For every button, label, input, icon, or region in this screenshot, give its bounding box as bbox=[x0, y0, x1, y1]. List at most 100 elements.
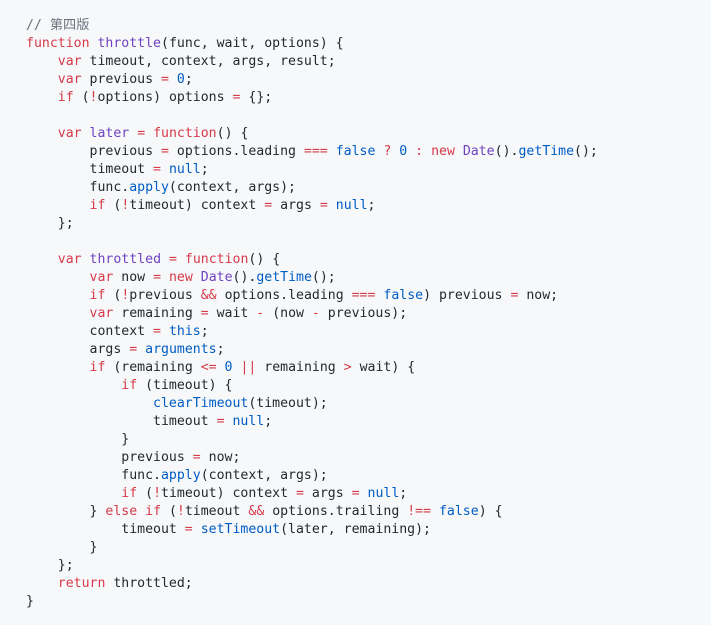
code-token-keyword: if bbox=[89, 288, 106, 303]
code-token-keyword: var bbox=[57, 72, 82, 87]
code-token-plain: context bbox=[26, 324, 154, 339]
code-token-plain bbox=[328, 144, 336, 159]
code-token-operator: - bbox=[256, 306, 265, 321]
code-token-plain: remaining bbox=[113, 306, 201, 321]
code-line: } else if (!timeout && options.trailing … bbox=[26, 503, 711, 521]
code-token-plain: wait bbox=[208, 306, 257, 321]
code-block: // 第四版 function throttle(func, wait, opti… bbox=[26, 17, 711, 611]
code-token-builtin: apply bbox=[160, 468, 201, 483]
code-token-plain: ( bbox=[105, 288, 122, 303]
code-token-plain bbox=[328, 198, 336, 213]
code-token-keyword: if bbox=[89, 198, 106, 213]
code-token-plain bbox=[217, 360, 225, 375]
code-token-builtin: apply bbox=[129, 180, 169, 195]
code-line: timeout = null; bbox=[26, 161, 711, 179]
code-token-operator: = bbox=[161, 72, 169, 87]
code-token-constant: false bbox=[383, 288, 424, 303]
code-line: }; bbox=[26, 215, 711, 233]
code-token-plain: options.leading bbox=[216, 288, 352, 303]
code-token-plain: }; bbox=[26, 558, 74, 573]
code-token-plain: (context, args); bbox=[200, 468, 328, 483]
code-line: if (remaining <= 0 || remaining > wait) … bbox=[26, 359, 711, 377]
code-line: func.apply(context, args); bbox=[26, 467, 711, 485]
code-token-operator: = bbox=[510, 288, 519, 303]
code-line: // 第四版 bbox=[26, 17, 711, 35]
code-token-keyword: new bbox=[431, 144, 455, 159]
code-token-keyword: if bbox=[145, 504, 162, 519]
code-token-operator: || bbox=[240, 360, 257, 375]
code-token-plain: ; bbox=[184, 72, 193, 87]
code-line: } bbox=[26, 593, 711, 611]
code-token-plain: remaining bbox=[256, 360, 344, 375]
code-line: timeout = setTimeout(later, remaining); bbox=[26, 521, 711, 539]
code-token-plain bbox=[26, 486, 121, 501]
code-token-plain: timeout bbox=[26, 522, 185, 537]
code-token-keyword: var bbox=[57, 126, 82, 141]
code-token-operator: = bbox=[168, 252, 177, 267]
code-line: previous = now; bbox=[26, 449, 711, 467]
code-token-operator: ! bbox=[176, 504, 185, 519]
code-token-plain: () { bbox=[216, 126, 249, 141]
code-line bbox=[26, 233, 711, 251]
code-token-operator: > bbox=[343, 360, 352, 375]
code-line: var previous = 0; bbox=[26, 71, 711, 89]
code-token-plain bbox=[26, 126, 58, 141]
code-token-plain bbox=[161, 270, 169, 285]
code-token-operator: : bbox=[415, 144, 424, 159]
code-token-plain: (remaining bbox=[105, 360, 201, 375]
code-listing: // 第四版 function throttle(func, wait, opti… bbox=[26, 17, 711, 611]
code-token-plain: now bbox=[113, 270, 154, 285]
code-line: var remaining = wait - (now - previous); bbox=[26, 305, 711, 323]
code-token-operator: ! bbox=[121, 198, 130, 213]
code-token-plain: (later, remaining); bbox=[280, 522, 431, 537]
code-token-plain: timeout) context bbox=[161, 486, 296, 501]
code-token-plain: throttled; bbox=[105, 576, 193, 591]
code-token-plain bbox=[360, 486, 368, 501]
code-token-constant: null bbox=[335, 198, 368, 213]
code-line: args = arguments; bbox=[26, 341, 711, 359]
code-token-plain: ; bbox=[264, 414, 273, 429]
code-token-builtin: setTimeout bbox=[200, 522, 281, 537]
code-line: timeout = null; bbox=[26, 413, 711, 431]
code-token-operator: = bbox=[264, 198, 273, 213]
code-token-plain: ( bbox=[161, 504, 177, 519]
code-line: if (!timeout) context = args = null; bbox=[26, 485, 711, 503]
code-token-plain: args bbox=[303, 486, 352, 501]
code-token-operator: = bbox=[184, 522, 193, 537]
code-token-plain bbox=[161, 252, 169, 267]
code-token-plain bbox=[82, 252, 90, 267]
code-line: var now = new Date().getTime(); bbox=[26, 269, 711, 287]
code-token-comment: // 第四版 bbox=[26, 18, 90, 33]
code-token-plain bbox=[26, 72, 58, 87]
code-token-keyword: var bbox=[57, 252, 82, 267]
code-token-plain bbox=[193, 270, 201, 285]
code-line: var later = function() { bbox=[26, 125, 711, 143]
code-token-plain: ; bbox=[200, 162, 209, 177]
code-token-plain: options.trailing bbox=[264, 504, 408, 519]
code-token-plain: ; bbox=[399, 486, 408, 501]
code-token-plain bbox=[169, 72, 177, 87]
code-token-operator: <= bbox=[200, 360, 217, 375]
code-line: clearTimeout(timeout); bbox=[26, 395, 711, 413]
code-line: function throttle(func, wait, options) { bbox=[26, 35, 711, 53]
code-token-keyword: function bbox=[26, 36, 90, 51]
code-token-operator: = bbox=[129, 342, 138, 357]
code-token-function: Date bbox=[462, 144, 495, 159]
code-token-plain bbox=[145, 126, 153, 141]
code-line: if (!previous && options.leading === fal… bbox=[26, 287, 711, 305]
code-token-keyword: function bbox=[184, 252, 249, 267]
code-token-operator: ! bbox=[89, 90, 98, 105]
code-token-plain: timeout, context, args, result; bbox=[81, 54, 336, 69]
code-line bbox=[26, 107, 711, 125]
code-token-plain: timeout) context bbox=[129, 198, 265, 213]
code-line: return throttled; bbox=[26, 575, 711, 593]
code-token-operator: = bbox=[319, 198, 328, 213]
code-token-plain: (). bbox=[494, 144, 519, 159]
code-token-operator: ! bbox=[121, 288, 130, 303]
code-token-plain: (func, wait, options) { bbox=[161, 36, 344, 51]
code-token-keyword: var bbox=[57, 54, 82, 69]
code-token-plain: wait) { bbox=[351, 360, 416, 375]
code-line: }; bbox=[26, 557, 711, 575]
code-token-constant: null bbox=[168, 162, 201, 177]
code-line: func.apply(context, args); bbox=[26, 179, 711, 197]
